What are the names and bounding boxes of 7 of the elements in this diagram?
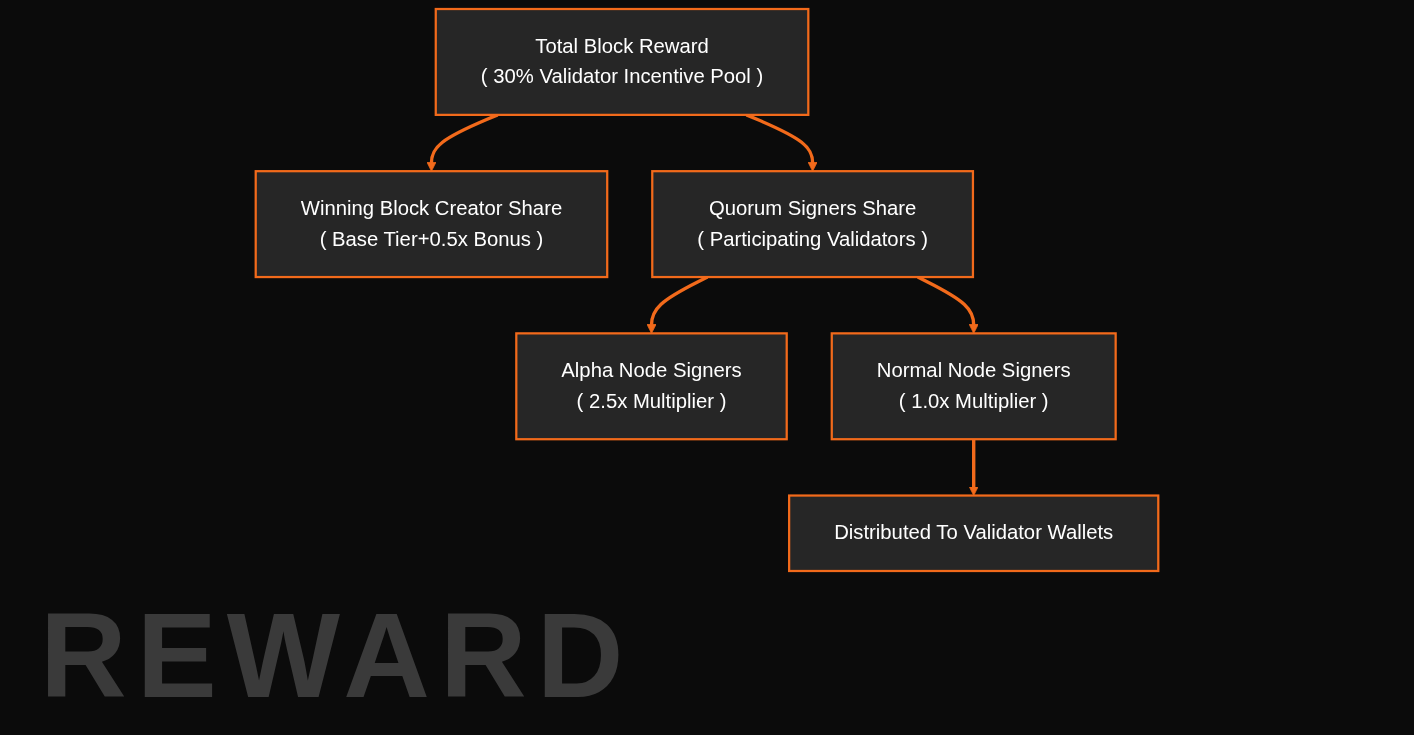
node-box: Normal Node Signers ( 1.0x Multiplier ) <box>830 332 1117 441</box>
node-box: Alpha Node Signers ( 2.5x Multiplier ) <box>515 332 788 441</box>
node-box: Distributed To Validator Wallets <box>788 494 1160 573</box>
node-box: Quorum Signers Share ( Participating Validators ) <box>651 170 975 279</box>
node-box: Total Block Reward ( 30% Validator Incentive Pool ) <box>434 7 810 116</box>
arrow <box>968 439 979 496</box>
node-box: Winning Block Creator Share ( Base Tier+0.5x Bonus ) <box>254 170 609 279</box>
